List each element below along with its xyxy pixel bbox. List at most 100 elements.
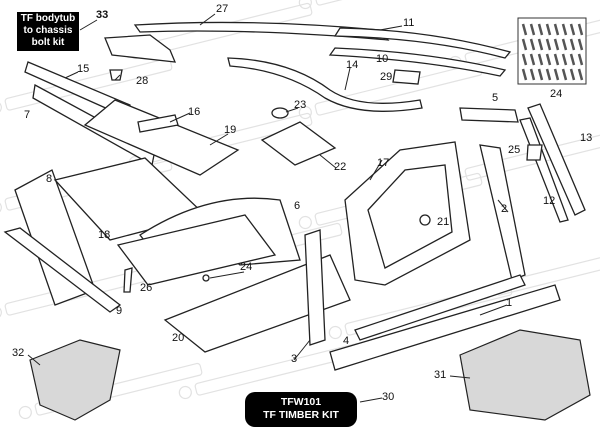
bolt-mark	[561, 53, 568, 66]
bolt-mark	[545, 68, 552, 81]
label-29: 29	[380, 71, 392, 83]
label-23: 23	[294, 99, 306, 111]
kit-line-3: bolt kit	[31, 37, 65, 48]
part-20-floor	[163, 254, 351, 353]
part-5-block	[459, 107, 519, 123]
part-12-pillar	[519, 117, 569, 223]
part-17-door-frame	[344, 141, 471, 286]
label-25: 25	[508, 144, 520, 156]
label-17: 17	[377, 157, 389, 169]
part-10-rail	[328, 47, 507, 77]
bolt-mark	[529, 68, 536, 81]
bolt-mark	[569, 23, 576, 36]
label-5: 5	[492, 92, 498, 104]
part-19-board	[83, 99, 240, 176]
label-31: 31	[434, 369, 446, 381]
label-10: 10	[376, 53, 388, 65]
bolt-mark	[529, 23, 536, 36]
part-31-body-frame	[459, 329, 591, 421]
part-2-post	[479, 144, 526, 281]
label-16: 16	[188, 106, 200, 118]
bolt-mark	[577, 23, 584, 36]
timber-kit-code: TFW101	[280, 396, 322, 408]
kit-line-1: TF bodytub	[20, 13, 76, 24]
bolt-mark	[577, 38, 584, 51]
kit-line-2: to chassis	[23, 25, 73, 36]
part-3-post	[304, 229, 326, 346]
label-28: 28	[136, 75, 148, 87]
bolt-mark	[537, 23, 544, 36]
label-9: 9	[116, 305, 122, 317]
part-21-grommet	[419, 214, 431, 226]
label-14: 14	[346, 59, 358, 71]
label-24-mid: 24	[240, 261, 252, 273]
label-21: 21	[437, 216, 449, 228]
label-6: 6	[294, 200, 300, 212]
label-33: 33	[96, 9, 108, 21]
bolt-mark	[545, 53, 552, 66]
label-30: 30	[382, 391, 394, 403]
part-13-pillar	[527, 103, 586, 216]
part-4-sill	[354, 274, 526, 341]
bolt-mark	[561, 68, 568, 81]
bolt-mark	[537, 68, 544, 81]
bolt-mark	[521, 68, 528, 81]
label-3: 3	[291, 353, 297, 365]
bolt-mark	[529, 53, 536, 66]
bolt-mark	[577, 68, 584, 81]
bolt-mark	[521, 53, 528, 66]
watermark-mark	[448, 127, 600, 185]
part-24-bolts	[517, 17, 587, 85]
part-floor-board	[116, 214, 277, 286]
bolt-mark	[537, 53, 544, 66]
part-16-piece	[137, 114, 179, 133]
part-24-fastener	[202, 274, 210, 282]
part-23-disc	[271, 107, 289, 119]
label-13: 13	[580, 132, 592, 144]
bolt-mark	[521, 23, 528, 36]
part-labels: 33 27 11 15 28 7 16 19 23 14 10 29 5 24 …	[12, 3, 592, 403]
part-33-bracket	[104, 34, 177, 63]
bolt-kit-callout: TF bodytub to chassis bolt kit	[17, 12, 79, 51]
watermark-mark	[298, 0, 483, 10]
label-12: 12	[543, 195, 555, 207]
bolt-mark	[553, 53, 560, 66]
bolt-mark	[553, 68, 560, 81]
bolt-mark	[553, 23, 560, 36]
label-24-top: 24	[550, 88, 562, 100]
part-29-block	[392, 69, 421, 85]
bolt-mark	[569, 38, 576, 51]
part-9-rail	[3, 227, 122, 313]
leader-lines	[27, 13, 509, 403]
timber-kit-callout: TFW101 TF TIMBER KIT	[245, 392, 357, 427]
label-8: 8	[46, 173, 52, 185]
label-4: 4	[343, 335, 349, 347]
label-27: 27	[216, 3, 228, 15]
watermark-mark	[18, 362, 203, 420]
bolt-mark	[521, 38, 528, 51]
bolt-mark	[577, 53, 584, 66]
label-1: 1	[506, 297, 512, 309]
bolt-mark	[545, 38, 552, 51]
part-25-block	[526, 144, 543, 161]
part-27-rail	[133, 21, 390, 41]
part-11-rail	[333, 27, 512, 59]
bolt-mark	[545, 23, 552, 36]
bolt-mark	[569, 68, 576, 81]
bolt-mark	[561, 38, 568, 51]
label-15: 15	[77, 63, 89, 75]
bolt-mark	[569, 53, 576, 66]
bolt-mark	[553, 38, 560, 51]
label-7: 7	[24, 109, 30, 121]
bolt-mark	[529, 38, 536, 51]
part-14-arch	[227, 57, 423, 112]
label-26: 26	[140, 282, 152, 294]
label-2: 2	[501, 203, 507, 215]
label-20: 20	[172, 332, 184, 344]
label-11: 11	[403, 17, 414, 29]
part-32-bodytub	[29, 339, 121, 421]
label-22: 22	[334, 161, 346, 173]
timber-kit-name: TF TIMBER KIT	[263, 409, 339, 421]
